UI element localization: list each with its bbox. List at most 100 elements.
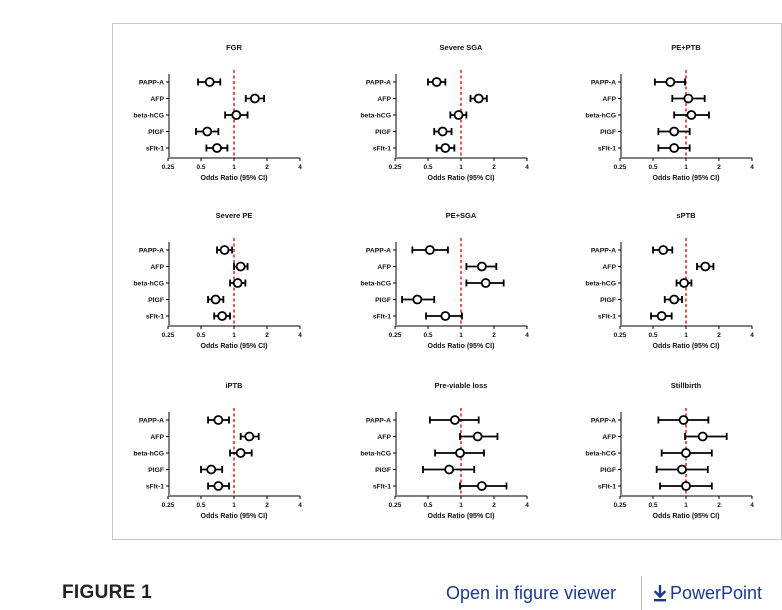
x-tick-label: 0.5	[423, 332, 432, 339]
category-label: PlGF	[148, 129, 164, 136]
x-tick-label: 1	[232, 332, 236, 339]
category-label: sFlt-1	[598, 146, 616, 153]
category-label: sFlt-1	[373, 484, 391, 491]
estimate-marker	[244, 431, 255, 442]
x-tick-label: 0.25	[389, 332, 402, 339]
panel-title: iPTB	[225, 381, 243, 390]
category-label: AFP	[150, 434, 164, 441]
footer-divider	[641, 576, 642, 610]
estimate-marker	[669, 294, 680, 305]
category-label: PlGF	[600, 297, 616, 304]
category-label: PlGF	[375, 129, 391, 136]
open-figure-viewer-link[interactable]: Open in figure viewer	[446, 583, 617, 603]
x-axis-label: Odds Ratio (95% CI)	[653, 343, 720, 350]
estimate-marker	[686, 110, 697, 120]
x-tick-label: 2	[265, 502, 269, 509]
x-tick-label: 0.25	[162, 164, 175, 171]
estimate-marker	[656, 311, 667, 321]
estimate-marker	[249, 93, 260, 104]
category-label: AFP	[377, 96, 391, 103]
estimate-marker	[212, 143, 222, 153]
category-label: beta-hCG	[360, 281, 391, 288]
estimate-marker	[440, 311, 451, 321]
estimate-marker	[683, 93, 694, 104]
estimate-marker	[440, 143, 451, 153]
estimate-marker	[697, 431, 708, 442]
x-tick-label: 4	[750, 502, 754, 509]
figure-footer: FIGURE 1 Open in figure viewer PowerPoin…	[0, 570, 782, 610]
x-tick-label: 0.25	[614, 502, 627, 509]
estimate-marker	[476, 481, 487, 491]
x-tick-label: 0.25	[162, 332, 175, 339]
x-tick-label: 0.5	[423, 164, 432, 171]
x-tick-label: 0.25	[162, 502, 175, 509]
estimate-marker	[450, 415, 460, 425]
x-axis-label: Odds Ratio (95% CI)	[653, 175, 720, 182]
category-label: sFlt-1	[146, 146, 164, 153]
x-tick-label: 0.25	[614, 164, 627, 171]
x-tick-label: 0.5	[423, 502, 432, 509]
estimate-marker	[455, 448, 465, 458]
estimate-marker	[206, 464, 217, 475]
estimate-marker	[437, 126, 448, 137]
x-tick-label: 0.5	[196, 332, 205, 339]
estimate-marker	[202, 126, 213, 137]
category-label: PAPP-A	[591, 248, 616, 255]
category-label: beta-hCG	[133, 281, 164, 288]
category-label: beta-hCG	[585, 281, 616, 288]
panel-title: Stillbirth	[671, 381, 702, 390]
category-label: PAPP-A	[366, 248, 391, 255]
category-label: PAPP-A	[366, 80, 391, 87]
x-tick-label: 0.25	[614, 332, 627, 339]
x-tick-label: 4	[298, 332, 302, 339]
estimate-marker	[219, 245, 230, 255]
download-icon	[652, 584, 668, 603]
category-label: PlGF	[375, 297, 391, 304]
estimate-marker	[476, 261, 487, 272]
category-label: sFlt-1	[373, 146, 391, 153]
category-label: beta-hCG	[133, 113, 164, 120]
category-label: PAPP-A	[591, 80, 616, 87]
estimate-marker	[669, 143, 680, 153]
estimate-marker	[210, 294, 221, 305]
x-axis-label: Odds Ratio (95% CI)	[428, 513, 495, 520]
panel-title: Severe PE	[216, 211, 253, 220]
x-tick-label: 1	[232, 164, 236, 171]
estimate-marker	[453, 110, 464, 120]
estimate-marker	[235, 261, 246, 272]
x-tick-label: 4	[298, 502, 302, 509]
category-label: PAPP-A	[139, 418, 164, 425]
category-label: AFP	[377, 434, 391, 441]
x-tick-label: 2	[717, 164, 721, 171]
estimate-marker	[231, 110, 242, 120]
x-tick-label: 1	[232, 502, 236, 509]
category-label: beta-hCG	[585, 451, 616, 458]
category-label: beta-hCG	[585, 113, 616, 120]
powerpoint-download-link[interactable]: PowerPoint	[652, 583, 762, 604]
category-label: AFP	[150, 96, 164, 103]
powerpoint-label: PowerPoint	[670, 583, 763, 603]
x-tick-label: 0.25	[389, 502, 402, 509]
x-tick-label: 4	[298, 164, 302, 171]
category-label: beta-hCG	[360, 113, 391, 120]
x-tick-label: 2	[265, 332, 269, 339]
x-tick-label: 4	[525, 332, 529, 339]
category-label: PAPP-A	[366, 418, 391, 425]
x-tick-label: 2	[492, 164, 496, 171]
estimate-marker	[678, 415, 689, 425]
estimate-marker	[213, 481, 224, 491]
estimate-marker	[679, 278, 689, 288]
panel-title: FGR	[226, 43, 242, 52]
x-tick-label: 0.25	[389, 164, 402, 171]
estimate-marker	[665, 77, 676, 87]
x-tick-label: 1	[459, 332, 463, 339]
x-tick-label: 4	[750, 164, 754, 171]
x-tick-label: 4	[525, 164, 529, 171]
estimate-marker	[235, 448, 246, 458]
panel-title: Severe SGA	[440, 43, 484, 52]
panel-title: Pre-viable loss	[435, 381, 488, 390]
estimate-marker	[700, 261, 711, 272]
